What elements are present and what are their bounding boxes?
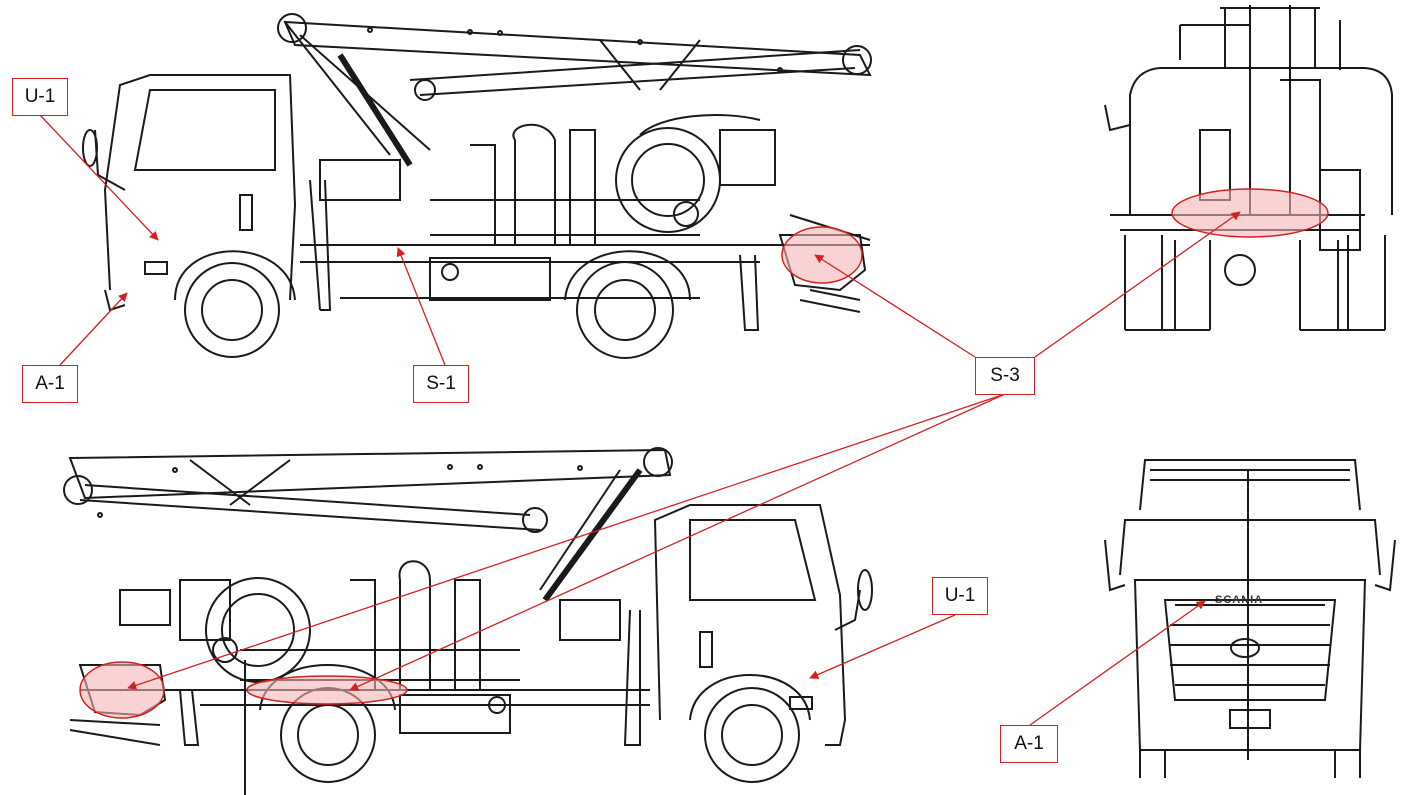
truck-side-view-top — [82, 13, 872, 359]
front-grille-brand-text: SCANIA — [1215, 594, 1263, 606]
boom-arm-top — [277, 13, 872, 167]
leader-s1 — [396, 247, 446, 366]
boom-arm-bottom — [63, 447, 673, 602]
highlight-zones — [79, 188, 1329, 719]
highlight-rear-hitch-top — [781, 226, 863, 284]
label-s1: S-1 — [413, 365, 469, 403]
highlight-rear-bumper — [1171, 188, 1329, 238]
chassis-top — [300, 114, 871, 331]
leader-s3-frame-bottom — [349, 393, 1006, 691]
leader-a1-right — [1029, 600, 1206, 726]
leader-u1-top — [39, 114, 159, 241]
cab-top — [82, 74, 297, 312]
leader-a1-left — [59, 292, 128, 366]
label-a1-right: A-1 — [1000, 725, 1058, 763]
callout-lines — [39, 114, 1241, 726]
leader-s3-hitch-top — [814, 254, 976, 358]
truck-front-view — [1104, 459, 1396, 778]
highlight-rear-hitch-bottom — [79, 661, 165, 719]
truck-side-view-bottom — [63, 447, 873, 795]
truck-rear-view — [1104, 5, 1393, 331]
label-s3: S-3 — [975, 357, 1035, 395]
highlight-frame-side-bottom — [246, 675, 408, 705]
label-u1-top: U-1 — [12, 78, 68, 116]
leader-s3-hitch-bottom — [127, 393, 1006, 690]
wheels-top — [174, 250, 691, 359]
label-a1-left: A-1 — [22, 365, 78, 403]
label-u1-bottom: U-1 — [932, 577, 988, 615]
leader-s3-rear-bumper — [1034, 211, 1241, 358]
leader-u1-bottom — [809, 614, 956, 679]
cab-bottom — [653, 504, 873, 746]
